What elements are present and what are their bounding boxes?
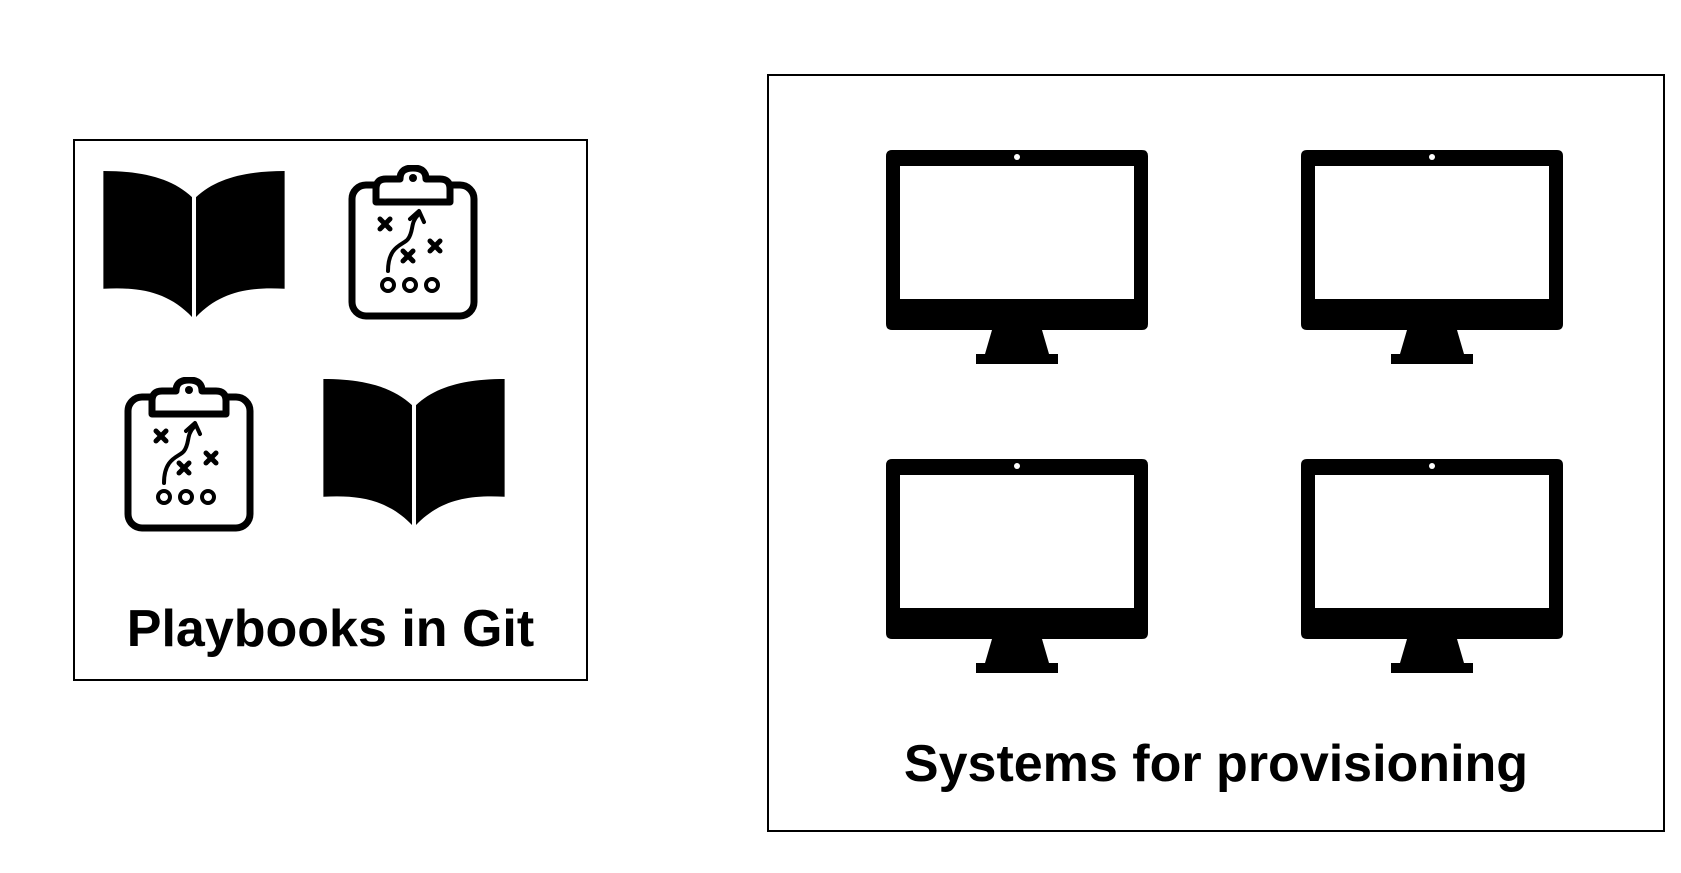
book-icon — [103, 171, 285, 317]
monitor-icon — [886, 150, 1148, 364]
systems-panel: Systems for provisioning — [767, 74, 1665, 832]
playbook-clipboard-icon — [124, 377, 254, 532]
monitor-icon — [1301, 459, 1563, 673]
book-icon — [323, 379, 505, 525]
playbooks-label: Playbooks in Git — [126, 600, 535, 658]
monitor-icon — [886, 459, 1148, 673]
systems-label: Systems for provisioning — [903, 735, 1529, 793]
playbook-clipboard-icon — [348, 165, 478, 320]
playbooks-panel: Playbooks in Git — [73, 139, 588, 681]
monitor-icon — [1301, 150, 1563, 364]
